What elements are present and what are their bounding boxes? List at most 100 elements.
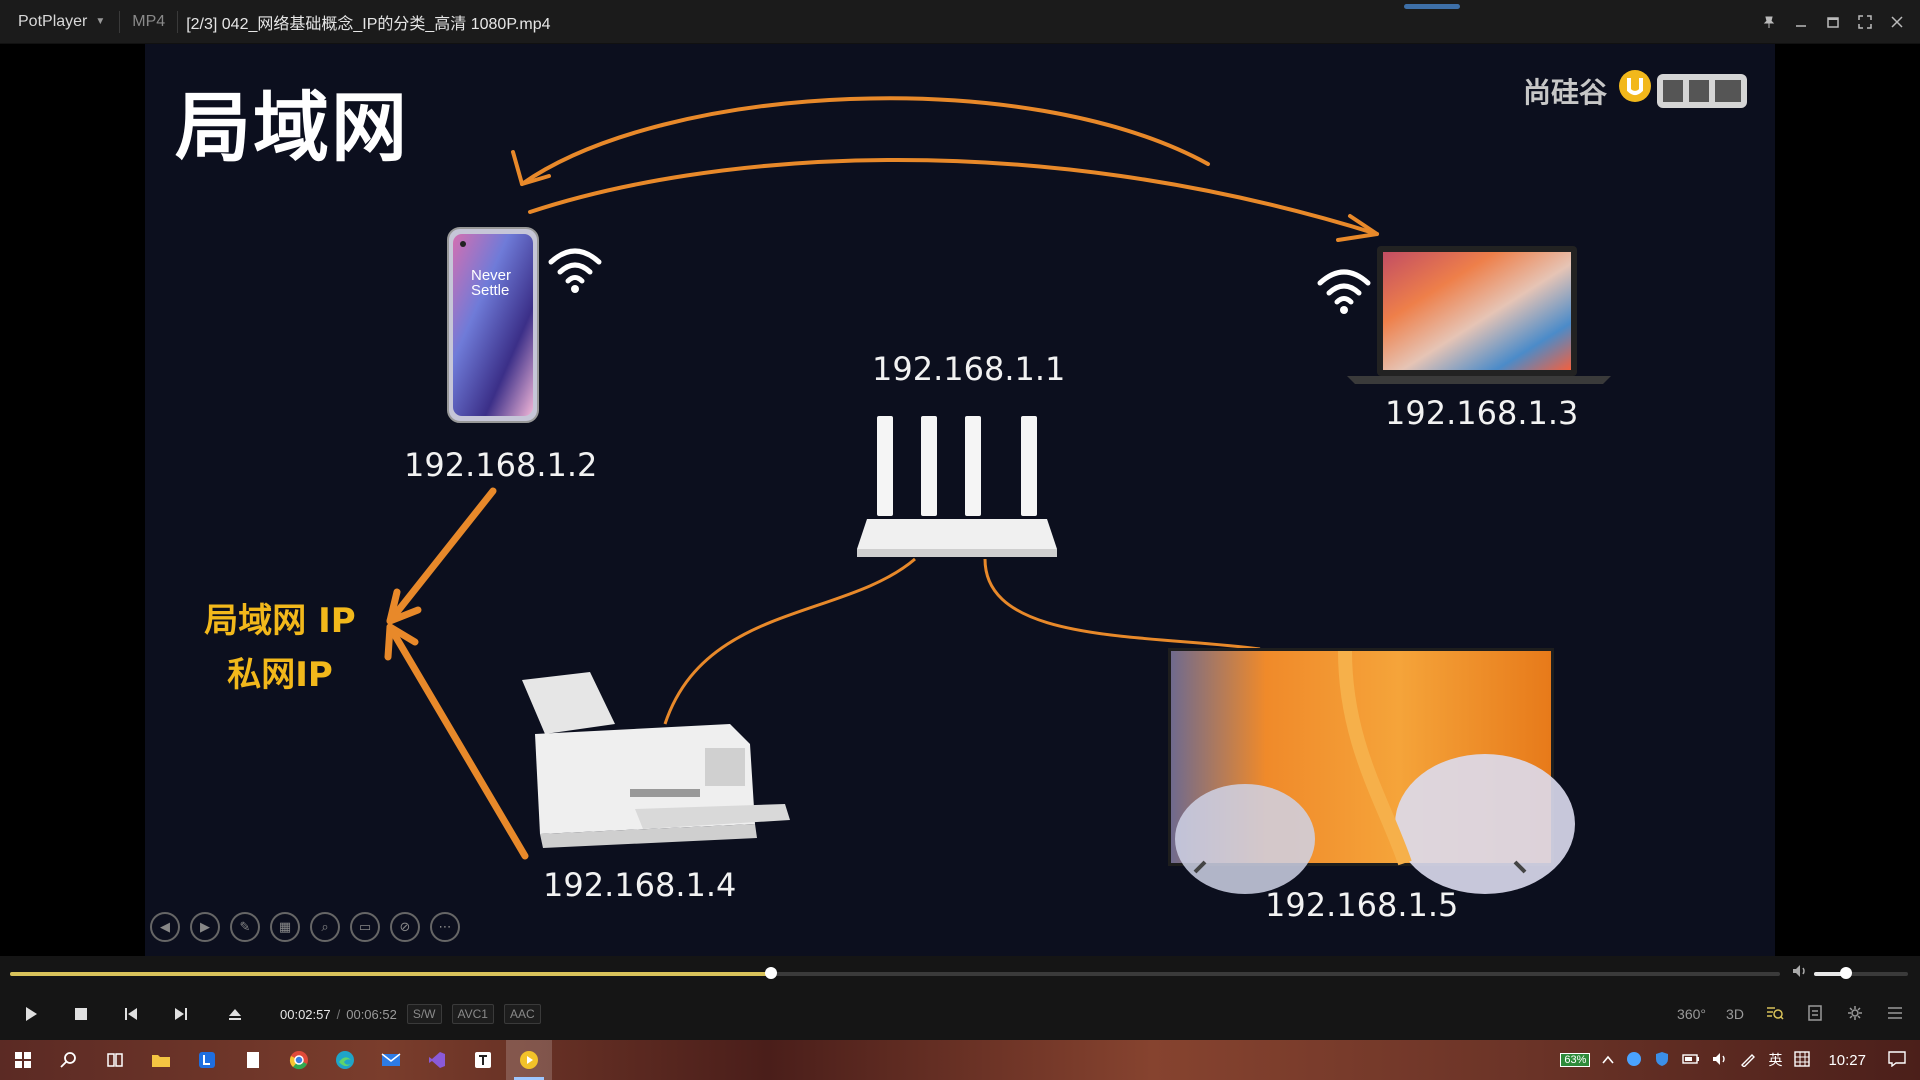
battery-icon[interactable] — [1682, 1052, 1700, 1068]
next-button[interactable] — [156, 998, 206, 1030]
chevron-up-icon[interactable] — [1602, 1052, 1615, 1068]
file-explorer-icon[interactable] — [138, 1040, 184, 1080]
grid-view-icon[interactable]: ▦ — [270, 912, 300, 942]
seek-bar-knob[interactable] — [765, 967, 778, 979]
edge-icon[interactable] — [322, 1040, 368, 1080]
right-tools: 360° 3D — [1677, 998, 1906, 1030]
volume-fill — [1814, 972, 1846, 976]
pen-icon[interactable]: ✎ — [230, 912, 260, 942]
3d-button[interactable]: 3D — [1726, 1006, 1744, 1022]
sw-decoder-tag[interactable]: S/W — [406, 1004, 442, 1024]
lan-ip-label: 局域网 IP 私网IP — [175, 594, 385, 702]
close-button[interactable] — [1884, 9, 1910, 35]
pin-icon[interactable] — [1756, 9, 1782, 35]
slide: 局域网 尚硅谷 — [145, 44, 1775, 956]
next-slide-icon[interactable]: ▶ — [190, 912, 220, 942]
notification-icon[interactable] — [1888, 1050, 1906, 1070]
seek-bar[interactable] — [10, 967, 1780, 979]
seek-bar-fill — [10, 972, 772, 976]
play-button[interactable] — [6, 998, 56, 1030]
search-icon[interactable] — [46, 1040, 92, 1080]
chapters-icon[interactable] — [1804, 1004, 1826, 1024]
tv-ip: 192.168.1.5 — [1265, 886, 1459, 924]
audio-codec-tag[interactable]: AAC — [503, 1004, 541, 1024]
zoom-icon[interactable]: ⌕ — [310, 912, 340, 942]
camera-off-icon[interactable]: ⊘ — [390, 912, 420, 942]
volume-slider[interactable] — [1814, 967, 1908, 979]
title-bar: PotPlayer ▼ MP4 [2/3] 042_网络基础概念_IP的分类_高… — [0, 0, 1920, 44]
printer-ip: 192.168.1.4 — [543, 866, 737, 904]
app-blue-icon[interactable] — [184, 1040, 230, 1080]
system-tray: 63% 英 10:27 — [1560, 1040, 1920, 1080]
divider — [119, 10, 121, 33]
wifi-icon — [548, 248, 602, 293]
previous-button[interactable] — [106, 998, 156, 1030]
taskbar-apps — [0, 1040, 552, 1080]
mail-icon[interactable] — [368, 1040, 414, 1080]
shield-icon[interactable] — [1654, 1051, 1670, 1070]
laptop-illustration — [1347, 246, 1611, 384]
vr360-button[interactable]: 360° — [1677, 1006, 1706, 1022]
arrow-printer-label — [386, 623, 529, 860]
playlist-search-icon[interactable] — [1764, 1005, 1786, 1024]
phone-screen-text: Never Settle — [471, 267, 512, 299]
tv-illustration — [1168, 648, 1575, 894]
minimize-button[interactable] — [1788, 9, 1814, 35]
app-menu-button[interactable]: PotPlayer ▼ — [0, 0, 119, 43]
pen-ink-icon[interactable] — [1740, 1051, 1756, 1070]
file-title: [2/3] 042_网络基础概念_IP的分类_高清 1080P.mp4 — [186, 15, 551, 33]
settings-gear-icon[interactable] — [1844, 1005, 1866, 1024]
player-controls: 00:02:57/00:06:52 S/W AVC1 AAC 360° 3D — [0, 956, 1920, 1040]
chrome-icon[interactable] — [276, 1040, 322, 1080]
windows-taskbar: 63% 英 10:27 — [0, 1040, 1920, 1080]
current-time: 00:02:57 — [280, 1006, 331, 1022]
task-view-icon[interactable] — [92, 1040, 138, 1080]
phone-ip: 192.168.1.2 — [404, 446, 598, 484]
potplayer-taskbar-icon[interactable] — [506, 1040, 552, 1080]
lan-label-line2: 私网IP — [227, 655, 333, 695]
title-drag-indicator[interactable] — [1404, 4, 1460, 9]
battery-indicator[interactable]: 63% — [1560, 1053, 1591, 1067]
cable-router-printer — [663, 557, 916, 725]
arrow-phone-label — [386, 487, 497, 625]
divider — [177, 10, 179, 33]
duration: 00:06:52 — [346, 1006, 397, 1022]
prev-slide-icon[interactable]: ◀ — [150, 912, 180, 942]
app-tray-icon[interactable] — [1626, 1051, 1642, 1070]
format-label: MP4 — [132, 12, 166, 30]
network-diagram — [384, 96, 1611, 894]
notepad-icon[interactable] — [230, 1040, 276, 1080]
time-display: 00:02:57/00:06:52 — [280, 1006, 397, 1022]
start-windows-icon[interactable] — [0, 1040, 46, 1080]
arc-laptop-to-phone — [528, 158, 1379, 236]
volume-knob[interactable] — [1839, 967, 1852, 979]
video-area[interactable]: 局域网 尚硅谷 — [0, 44, 1920, 956]
maximize-button[interactable] — [1820, 9, 1846, 35]
typora-icon[interactable] — [460, 1040, 506, 1080]
laptop-ip: 192.168.1.3 — [1385, 394, 1579, 432]
clock[interactable]: 10:27 — [1828, 1051, 1866, 1069]
keyboard-layout-icon[interactable] — [1794, 1050, 1811, 1070]
cable-router-tv — [983, 558, 1261, 651]
router-illustration — [857, 416, 1057, 557]
speaker-icon[interactable] — [1712, 1052, 1728, 1069]
video-codec-tag[interactable]: AVC1 — [451, 1004, 494, 1024]
menu-icon[interactable] — [1884, 1006, 1906, 1023]
subtitle-icon[interactable]: ▭ — [350, 912, 380, 942]
slide-title: 局域网 — [175, 83, 409, 172]
visual-studio-icon[interactable] — [414, 1040, 460, 1080]
volume-icon[interactable] — [1792, 964, 1808, 981]
control-bar: 00:02:57/00:06:52 S/W AVC1 AAC 360° 3D — [0, 998, 1920, 1030]
logo-badge — [1613, 64, 1753, 118]
stop-button[interactable] — [56, 998, 106, 1030]
fullscreen-button[interactable] — [1852, 9, 1878, 35]
app-name: PotPlayer — [18, 12, 88, 30]
ime-indicator[interactable]: 英 — [1768, 1052, 1783, 1068]
more-icon[interactable]: ⋯ — [430, 912, 460, 942]
eject-icon[interactable] — [210, 998, 260, 1030]
logo-text: 尚硅谷 — [1522, 77, 1607, 108]
chevron-down-icon: ▼ — [95, 16, 106, 27]
logo: 尚硅谷 — [1523, 64, 1753, 118]
arc-phone-to-laptop — [520, 96, 1210, 186]
wifi-icon — [1317, 269, 1371, 314]
